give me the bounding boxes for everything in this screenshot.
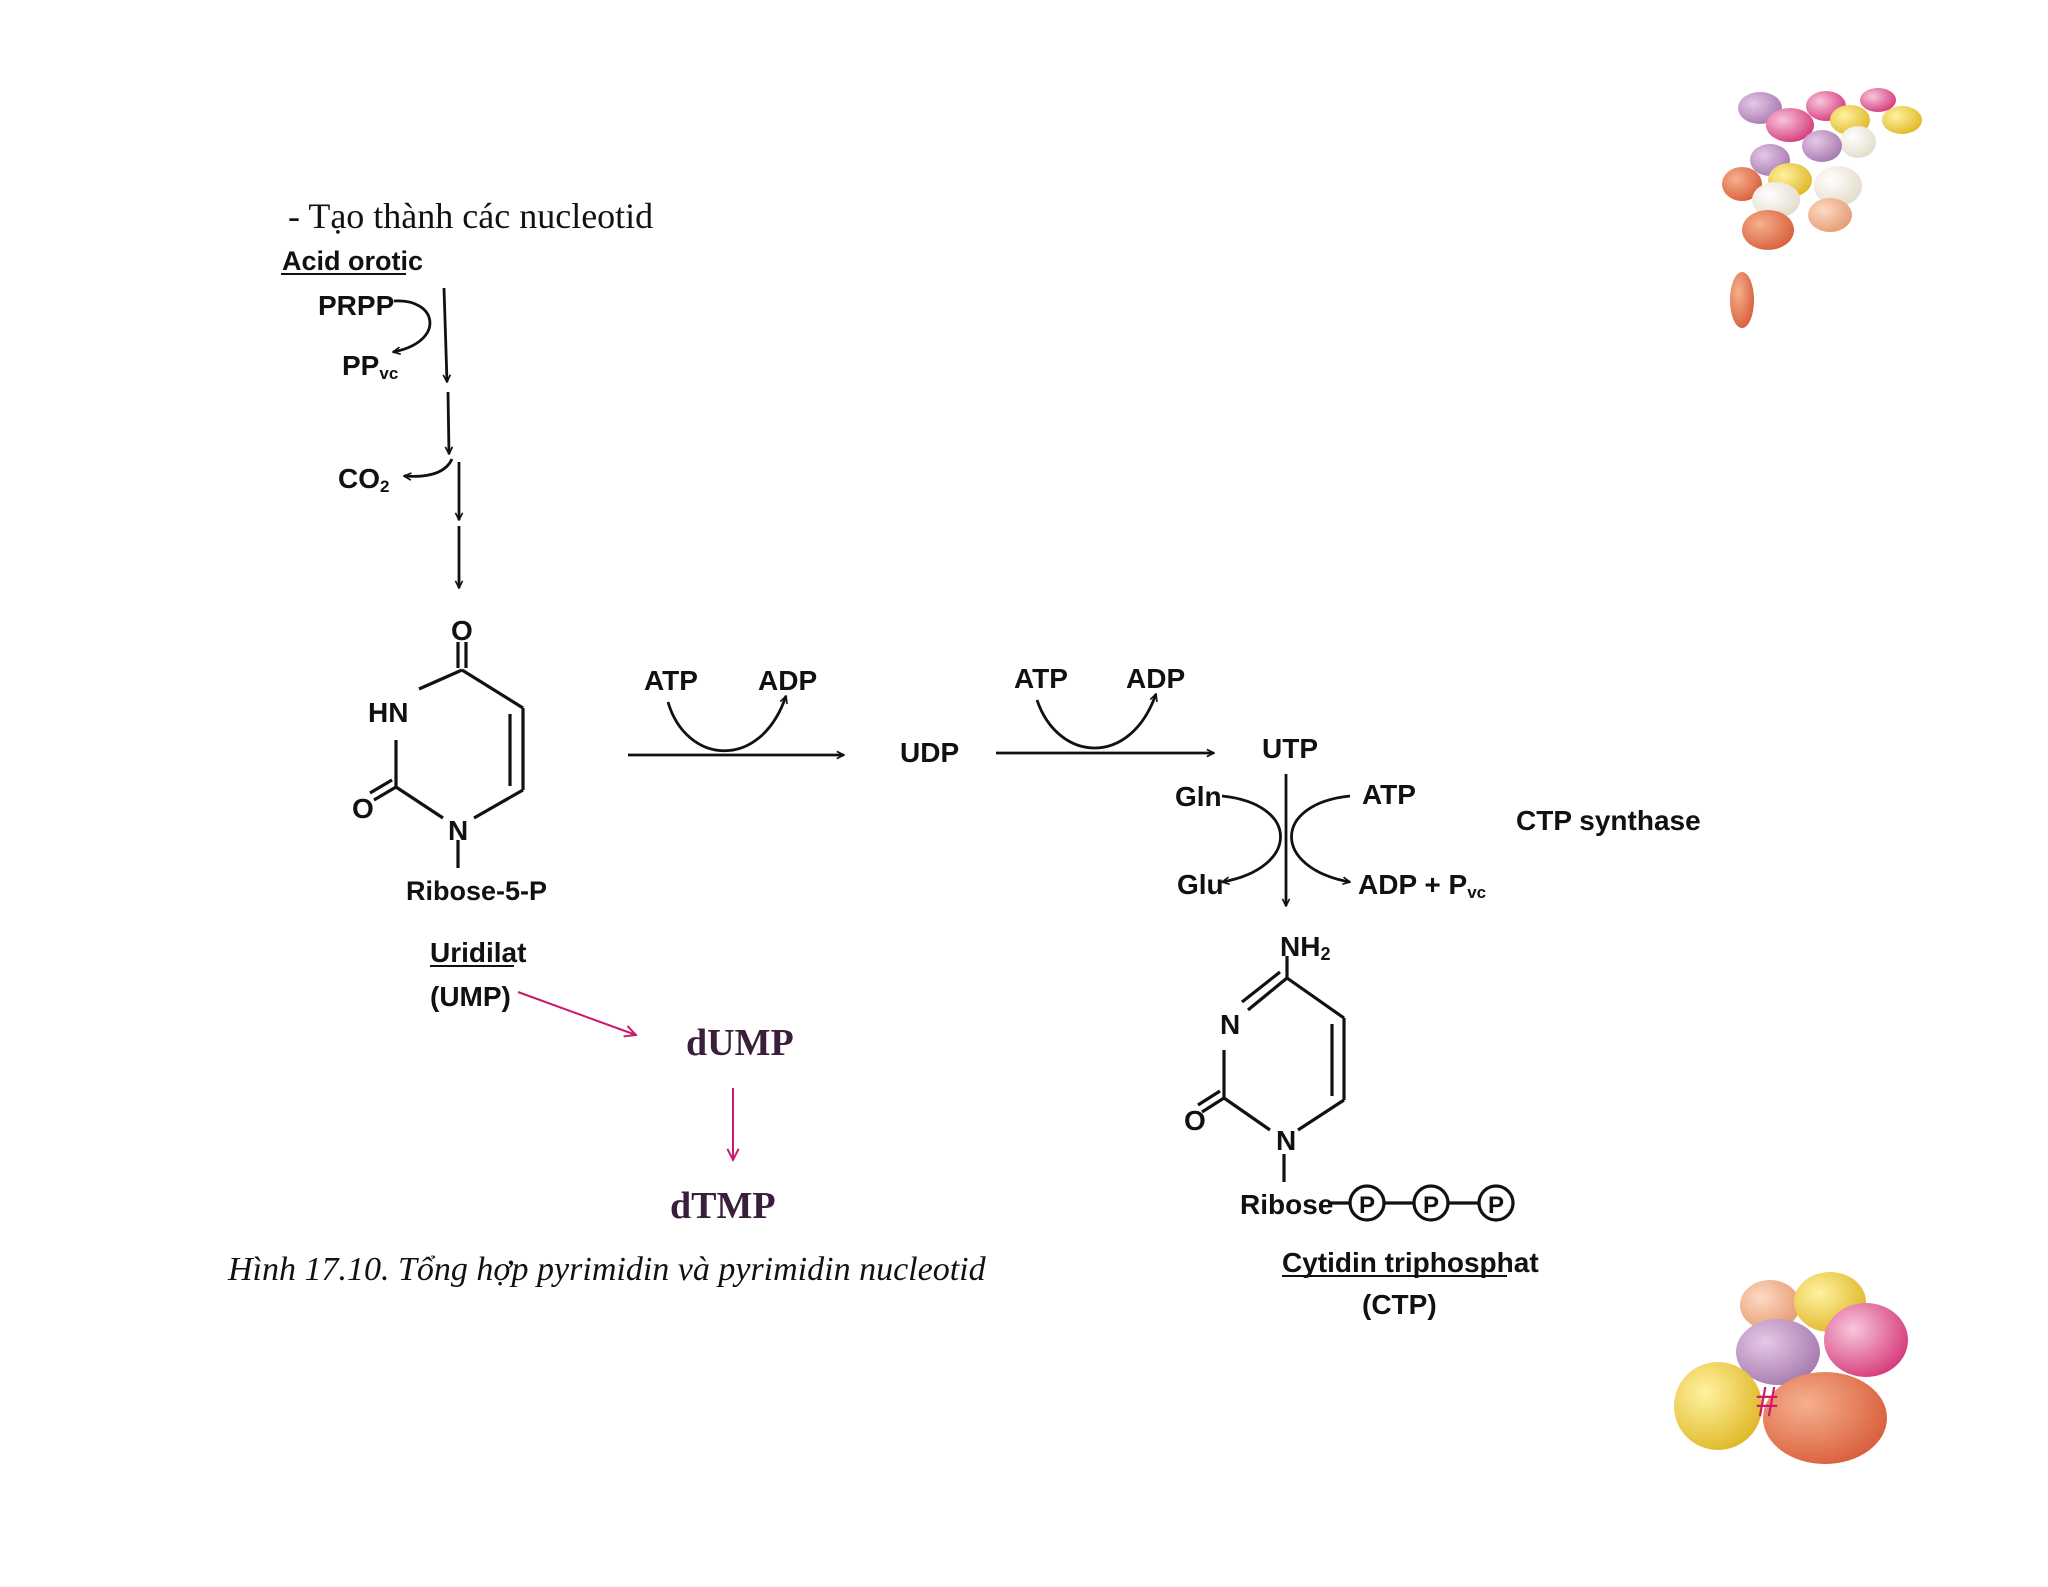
- dtmp-label: dTMP: [670, 1185, 776, 1227]
- candy-eggs-decoration-top: [1722, 88, 1922, 328]
- slide-heading: - Tạo thành các nucleotid: [288, 196, 653, 236]
- adp-label-step2: ADP: [1126, 663, 1185, 694]
- figure-caption: Hình 17.10. Tổng hợp pyrimidin và pyrimi…: [227, 1251, 987, 1288]
- ctp-n-ring: N: [1220, 1009, 1240, 1040]
- ctp-ribose-label: Ribose: [1240, 1189, 1333, 1220]
- ump-structure: O HN O N Ribose-5-P: [352, 615, 547, 906]
- ppvc-label: PPvc: [342, 350, 398, 383]
- ump-n: N: [448, 815, 468, 846]
- co2-label: CO2: [338, 463, 389, 496]
- gln-label: Gln: [1175, 781, 1222, 812]
- utp-to-ctp-reaction: [1222, 774, 1350, 906]
- utp-label: UTP: [1262, 733, 1318, 764]
- phosphate-2: P: [1423, 1192, 1439, 1219]
- ctp-abbr-label: (CTP): [1362, 1289, 1437, 1320]
- ump-abbr-label: (UMP): [430, 981, 511, 1012]
- ump-hn: HN: [368, 697, 408, 728]
- uridilat-label: Uridilat: [430, 937, 526, 968]
- ump-carbonyl-o: O: [451, 615, 473, 646]
- ctp-ring-bonds: [1197, 956, 1515, 1222]
- enzyme-label: CTP synthase: [1516, 805, 1701, 836]
- ump-ring-bonds: [369, 642, 525, 868]
- udp-to-utp-reaction: [996, 694, 1214, 753]
- cytidin-triphosphat-label: Cytidin triphosphat: [1282, 1247, 1539, 1278]
- atp-label-step1: ATP: [644, 665, 698, 696]
- glu-label: Glu: [1177, 869, 1224, 900]
- orotate-conversion-steps: [393, 287, 459, 588]
- ctp-n-bottom: N: [1276, 1125, 1296, 1156]
- page-number-marker: #: [1756, 1377, 1778, 1426]
- ump-to-dump-arrow: [517, 991, 636, 1035]
- acid-orotic-label: Acid orotic: [282, 246, 423, 276]
- udp-label: UDP: [900, 737, 959, 768]
- ctp-nh2: NH2: [1280, 931, 1330, 964]
- phosphate-1: P: [1359, 1192, 1375, 1219]
- ump-o-left: O: [352, 793, 374, 824]
- atp-label-step3: ATP: [1362, 779, 1416, 810]
- adp-label-step1: ADP: [758, 665, 817, 696]
- ump-to-udp-reaction: [628, 696, 844, 755]
- prpp-label: PRPP: [318, 290, 394, 321]
- phosphate-3: P: [1488, 1192, 1504, 1219]
- candy-eggs-decoration-bottom: [1674, 1272, 1908, 1464]
- adp-pvc-label: ADP + Pvc: [1358, 869, 1486, 902]
- ctp-structure: NH2 N O N Ribose P P P: [1184, 931, 1515, 1222]
- atp-label-step2: ATP: [1014, 663, 1068, 694]
- dump-label: dUMP: [686, 1022, 794, 1064]
- ctp-o-left: O: [1184, 1105, 1206, 1136]
- ump-ribose-label: Ribose-5-P: [406, 876, 547, 906]
